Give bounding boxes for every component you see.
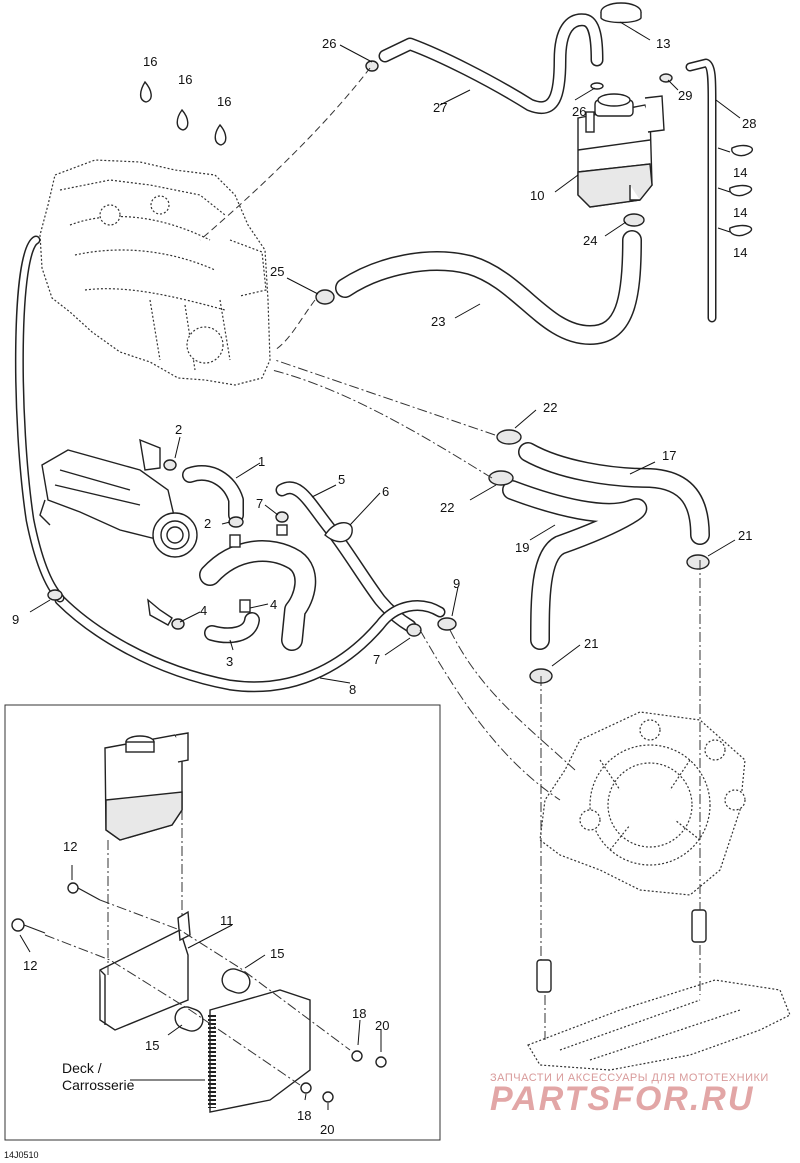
ride-plate <box>527 979 791 1071</box>
callout-14-a: 14 <box>733 165 747 180</box>
fitting-left <box>536 959 552 993</box>
fitting-4 <box>239 599 251 613</box>
callout-23: 23 <box>431 314 445 329</box>
callout-12-b: 12 <box>23 958 37 973</box>
callout-18-b: 18 <box>297 1108 311 1123</box>
callout-14-b: 14 <box>733 205 747 220</box>
hose-17 <box>518 442 710 545</box>
callout-29: 29 <box>678 88 692 103</box>
callout-22-a: 22 <box>543 400 557 415</box>
elbow-hose <box>199 540 317 651</box>
callout-11: 11 <box>220 913 234 928</box>
fitting-right <box>691 909 707 943</box>
callout-14-c: 14 <box>733 245 747 260</box>
callout-20-b: 20 <box>320 1122 334 1137</box>
routing-lines <box>199 67 701 1040</box>
exhaust-manifold <box>39 438 198 558</box>
leader-lines <box>19 21 741 1110</box>
callout-7-b: 7 <box>373 652 380 667</box>
callout-21-a: 21 <box>738 528 752 543</box>
callout-26-a: 26 <box>322 36 336 51</box>
callout-21-b: 21 <box>584 636 598 651</box>
hose-19 <box>502 480 648 650</box>
hose-3 <box>204 612 260 644</box>
callout-20-a: 20 <box>375 1018 389 1033</box>
callout-labels: 26 13 27 26 29 28 10 24 25 23 14 14 14 1… <box>4 36 756 1160</box>
callout-16-a: 16 <box>143 54 157 69</box>
callout-16-b: 16 <box>178 72 192 87</box>
clamps <box>47 60 754 684</box>
reservoir-cap <box>600 2 642 24</box>
callout-18-a: 18 <box>352 1006 366 1021</box>
coolant-reservoir <box>577 93 665 208</box>
callout-8: 8 <box>349 682 356 697</box>
callout-9-b: 9 <box>453 576 460 591</box>
callout-12-a: 12 <box>63 839 77 854</box>
hose-1 <box>182 465 244 523</box>
callout-6: 6 <box>382 484 389 499</box>
deck-inset <box>4 704 441 1141</box>
hose-left-loop <box>14 235 65 603</box>
callout-9-a: 9 <box>12 612 19 627</box>
watermark-tagline: ЗАПЧАСТИ И АКСЕССУАРЫ ДЛЯ МОТОТЕХНИКИ <box>490 1072 769 1084</box>
callout-16-c: 16 <box>217 94 231 109</box>
callout-4-a: 4 <box>200 603 207 618</box>
deck-label-line1: Deck / <box>62 1060 102 1076</box>
callout-28: 28 <box>742 116 756 131</box>
callout-13: 13 <box>656 36 670 51</box>
callout-27: 27 <box>433 100 447 115</box>
deck-label-line2: Carrosserie <box>62 1077 135 1093</box>
fitting-7 <box>276 524 288 536</box>
callout-22-b: 22 <box>440 500 454 515</box>
callout-19: 19 <box>515 540 529 555</box>
fitting-2 <box>229 534 241 548</box>
watermark: ЗАПЧАСТИ И АКСЕССУАРЫ ДЛЯ МОТОТЕХНИКИ PA… <box>490 1072 769 1118</box>
callout-25: 25 <box>270 264 284 279</box>
pump-housing <box>539 711 746 896</box>
callout-1: 1 <box>258 454 265 469</box>
hose-27 <box>378 13 604 115</box>
callout-3: 3 <box>226 654 233 669</box>
callout-7-a: 7 <box>256 496 263 511</box>
callout-4-b: 4 <box>270 597 277 612</box>
fitting-4b <box>147 598 173 626</box>
callout-2-a: 2 <box>175 422 182 437</box>
callout-15-b: 15 <box>145 1038 159 1053</box>
callout-24: 24 <box>583 233 597 248</box>
o-ring <box>590 82 604 90</box>
callout-2-b: 2 <box>204 516 211 531</box>
hose-8 <box>54 594 446 693</box>
callout-10: 10 <box>530 188 544 203</box>
callout-5: 5 <box>338 472 345 487</box>
hose-23 <box>335 230 642 345</box>
reference-code: 14J0510 <box>4 1150 39 1160</box>
watermark-logo: PARTSFOR.RU <box>490 1080 754 1118</box>
callout-26-b: 26 <box>572 104 586 119</box>
callout-17: 17 <box>662 448 676 463</box>
hose-28 <box>685 58 717 323</box>
callout-15-a: 15 <box>270 946 284 961</box>
engine-block <box>39 159 271 386</box>
